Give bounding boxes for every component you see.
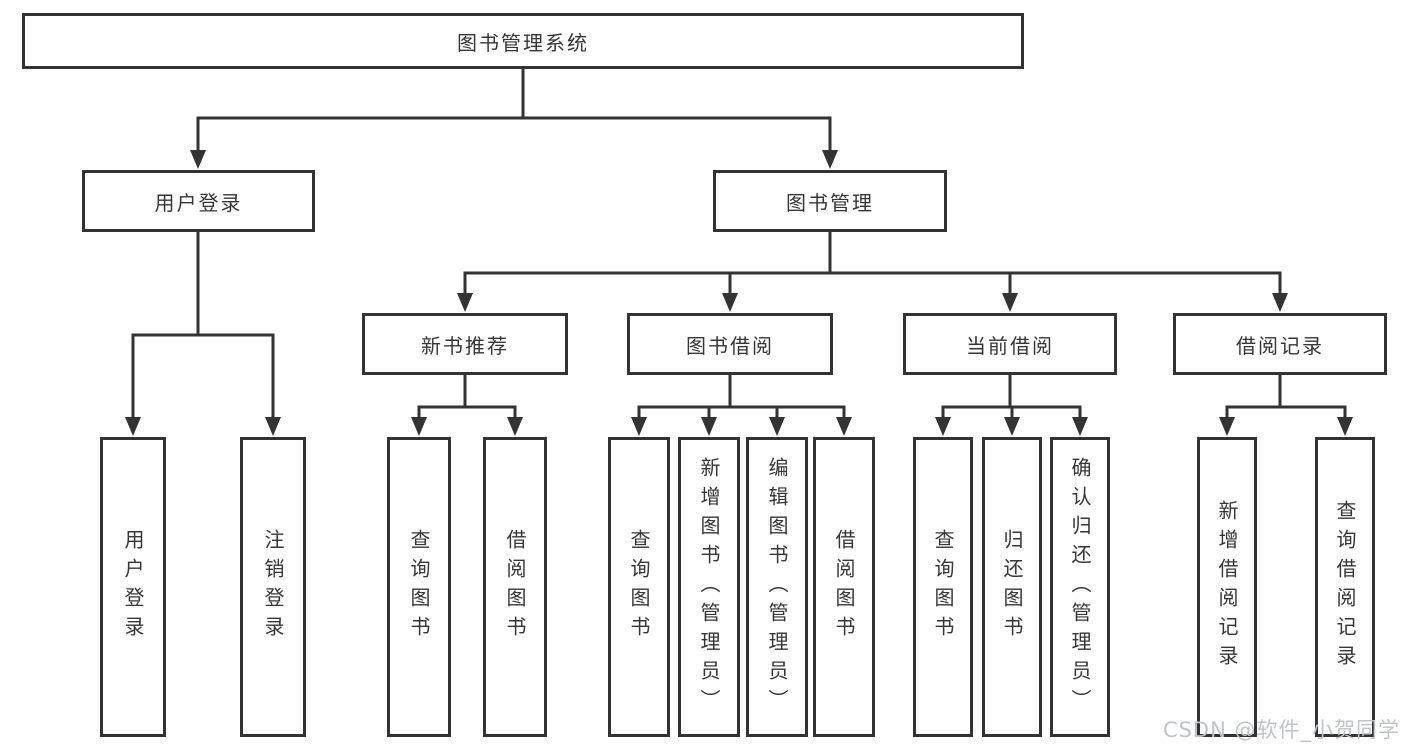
leaf-add-borrow-record-label: 新增借阅记录: [1215, 500, 1239, 674]
leaf-add-book-admin-label: 新增图书（管理员）: [697, 456, 721, 718]
leaf-add-borrow-record: 新增借阅记录: [1197, 437, 1257, 737]
leaf-logout-label: 注销登录: [261, 529, 285, 645]
leaf-confirm-return-admin-label: 确认归还（管理员）: [1068, 456, 1092, 718]
arrow-leaf-query-newbooks: [411, 417, 427, 436]
leaf-edit-book-admin: 编辑图书（管理员）: [746, 437, 808, 737]
csdn-watermark: CSDN @软件_小贺同学: [1162, 718, 1400, 742]
leaf-logout: 注销登录: [240, 437, 306, 737]
arrow-leaf-logout: [265, 417, 281, 436]
arrow-leaf-add-record: [1219, 417, 1235, 436]
leaf-query-borrow-record-label: 查询借阅记录: [1333, 500, 1357, 674]
arrow-leaf-confirm-return: [1072, 417, 1088, 436]
arrow-leaf-edit-book: [769, 417, 785, 436]
arrow-new-books: [457, 293, 473, 312]
node-user-login: 用户登录: [82, 170, 315, 232]
leaf-query-books-borrow: 查询图书: [608, 437, 670, 737]
arrow-leaf-return-book: [1004, 417, 1020, 436]
node-library-system: 图书管理系统: [22, 13, 1024, 69]
leaf-user-login: 用户登录: [100, 437, 166, 737]
arrow-leaf-query-current: [935, 417, 951, 436]
arrow-book-borrow: [722, 293, 738, 312]
leaf-query-books-recommend-label: 查询图书: [407, 529, 431, 645]
node-book-borrow: 图书借阅: [627, 313, 833, 375]
leaf-confirm-return-admin: 确认归还（管理员）: [1050, 437, 1110, 737]
leaf-query-borrow-record: 查询借阅记录: [1315, 437, 1375, 737]
node-new-book-recommend: 新书推荐: [362, 313, 568, 375]
arrow-leaf-borrow-newbooks: [507, 417, 523, 436]
leaf-borrow-book-label: 借阅图书: [832, 529, 856, 645]
leaf-add-book-admin: 新增图书（管理员）: [678, 437, 740, 737]
node-borrow-records: 借阅记录: [1173, 313, 1387, 375]
node-book-management: 图书管理: [713, 170, 947, 232]
arrow-user-login: [190, 150, 206, 169]
arrow-current-borrow: [1002, 293, 1018, 312]
leaf-query-books-borrow-label: 查询图书: [627, 529, 651, 645]
leaf-query-books-recommend: 查询图书: [387, 437, 451, 737]
arrow-leaf-borrow-book: [836, 417, 852, 436]
arrow-borrow-records: [1272, 293, 1288, 312]
arrow-leaf-query-record: [1337, 417, 1353, 436]
arrow-leaf-add-book: [701, 417, 717, 436]
leaf-borrow-books-recommend-label: 借阅图书: [503, 529, 527, 645]
leaf-query-books-current-label: 查询图书: [931, 529, 955, 645]
arrow-leaf-query-borrow: [631, 417, 647, 436]
leaf-edit-book-admin-label: 编辑图书（管理员）: [765, 456, 789, 718]
arrow-book-mgmt: [822, 150, 838, 169]
leaf-return-book: 归还图书: [982, 437, 1042, 737]
arrow-leaf-user-login: [125, 417, 141, 436]
leaf-return-book-label: 归还图书: [1000, 529, 1024, 645]
leaf-borrow-books-recommend: 借阅图书: [483, 437, 547, 737]
leaf-query-books-current: 查询图书: [913, 437, 973, 737]
node-current-borrow: 当前借阅: [903, 313, 1117, 375]
leaf-borrow-book: 借阅图书: [813, 437, 875, 737]
leaf-user-login-label: 用户登录: [121, 529, 145, 645]
